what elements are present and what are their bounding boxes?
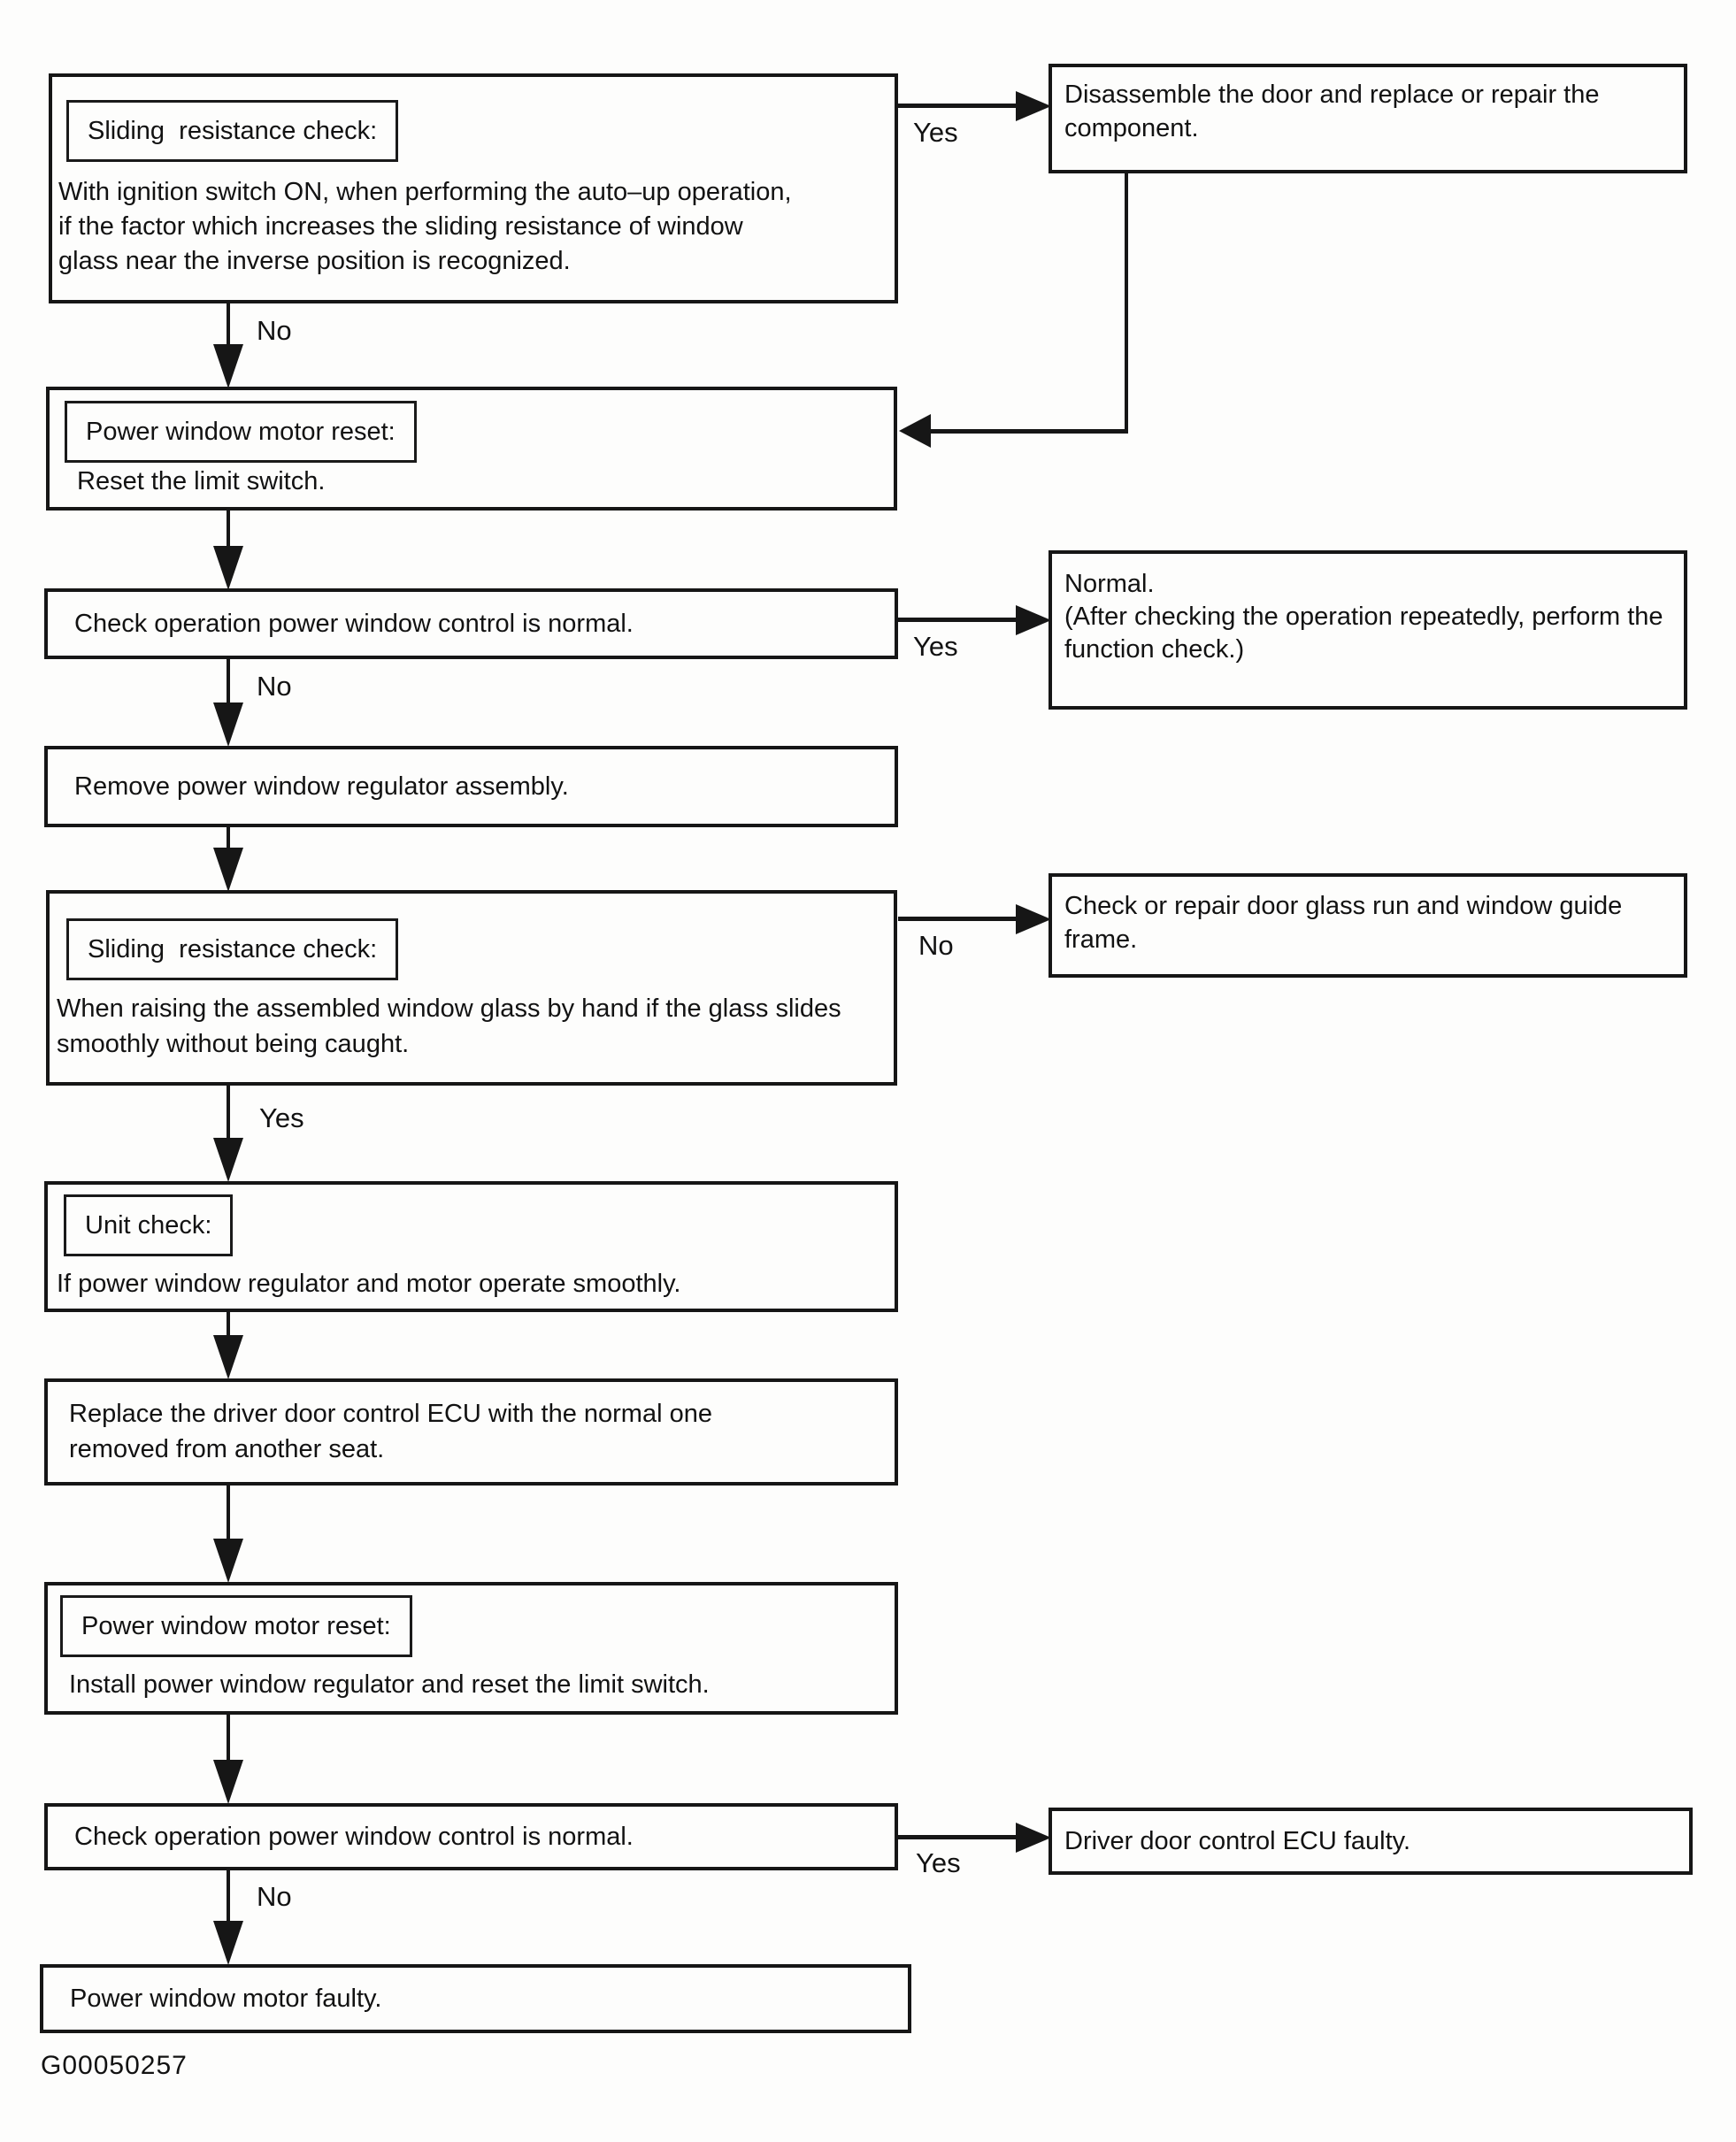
node-text-line: Driver door control ECU faulty. [1064,1827,1411,1855]
yes-label: Yes [913,117,958,148]
node-text-line: If power window regulator and motor oper… [57,1270,681,1298]
node-text-line: component. [1064,114,1199,142]
arrow-no-3-head [1016,904,1051,934]
arrow-no-2-head [213,702,243,747]
flow-node-check-repair-glass-run: Check or repair door glass run and windo… [1049,873,1687,978]
flow-node-motor-reset-1: Power window motor reset: Reset the limi… [46,387,897,511]
no-label: No [918,930,954,961]
node-title-sliding-check-1: Sliding resistance check: [66,100,399,162]
node-title-sliding-check-2: Sliding resistance check: [66,918,399,980]
flow-node-motor-reset-2: Power window motor reset: Install power … [44,1582,898,1715]
node-text-line: if the factor which increases the slidin… [58,212,743,241]
flow-node-sliding-check-2: Sliding resistance check: When raising t… [46,890,897,1086]
arrow-yes-4-line [898,1835,1022,1839]
flow-node-normal: Normal. (After checking the operation re… [1049,550,1687,710]
no-label: No [257,315,292,346]
arrow-remove-to-sliding2-head [213,848,243,892]
connector-disassemble-to-reset-horizontal [927,429,1128,434]
node-text-line: Check operation power window control is … [74,610,634,638]
flow-node-disassemble: Disassemble the door and replace or repa… [1049,64,1687,173]
arrow-unit-to-replace-line [227,1312,230,1339]
connector-disassemble-to-reset-vertical [1125,173,1128,431]
node-text-line: glass near the inverse position is recog… [58,247,571,275]
node-text-line: Remove power window regulator assembly. [74,772,569,801]
node-text-line: When raising the assembled window glass … [57,994,841,1023]
node-text-line: Replace the driver door control ECU with… [69,1400,712,1428]
node-text-line: Check operation power window control is … [74,1823,634,1851]
arrow-reset-to-check-line [227,511,230,549]
arrow-no-4-head [213,1921,243,1965]
connector-disassemble-to-reset-head [899,414,931,448]
node-title-motor-reset-2: Power window motor reset: [60,1595,412,1657]
flow-node-replace-ecu: Replace the driver door control ECU with… [44,1378,898,1486]
flow-node-remove-regulator: Remove power window regulator assembly. [44,746,898,827]
yes-label: Yes [913,631,958,662]
yes-label: Yes [259,1102,304,1133]
flow-node-sliding-check-1: Sliding resistance check: With ignition … [49,73,898,303]
arrow-unit-to-replace-head [213,1335,243,1379]
node-text-line: function check.) [1064,635,1245,664]
flow-node-ecu-faulty: Driver door control ECU faulty. [1049,1808,1693,1875]
flow-node-check-operation-2: Check operation power window control is … [44,1803,898,1870]
arrow-yes-2-line [898,618,1022,622]
flow-node-motor-faulty: Power window motor faulty. [40,1964,911,2033]
node-text-line: smoothly without being caught. [57,1030,410,1058]
node-text-line: Install power window regulator and reset… [69,1670,710,1699]
arrow-yes-4-head [1016,1823,1051,1853]
yes-label: Yes [916,1847,961,1878]
node-text-line: Check or repair door glass run and windo… [1064,892,1623,920]
no-label: No [257,671,292,702]
node-text-line: Disassemble the door and replace or repa… [1064,81,1600,109]
node-text-line: Power window motor faulty. [70,1985,382,2013]
arrow-yes-3-line [227,1086,230,1140]
arrow-yes-3-head [213,1138,243,1182]
arrow-no-4-line [227,1870,230,1923]
node-title-motor-reset-1: Power window motor reset: [65,401,417,463]
node-text-line: Reset the limit switch. [77,467,326,495]
node-text-line: (After checking the operation repeatedly… [1064,603,1663,631]
node-title-unit-check: Unit check: [64,1194,234,1256]
arrow-replace-to-reset2-line [227,1486,230,1542]
no-label: No [257,1881,292,1912]
flow-node-check-operation-1: Check operation power window control is … [44,588,898,659]
flow-node-unit-check: Unit check: If power window regulator an… [44,1181,898,1312]
arrow-yes-1-line [898,104,1022,108]
arrow-yes-2-head [1016,605,1051,635]
node-text-line: removed from another seat. [69,1435,385,1463]
arrow-no-3-line [898,917,1022,921]
arrow-no-1-line [227,303,230,348]
arrow-yes-1-head [1016,91,1051,121]
arrow-remove-to-sliding2-line [227,827,230,852]
figure-id: G00050257 [41,2051,188,2080]
arrow-no-2-line [227,659,230,705]
arrow-replace-to-reset2-head [213,1539,243,1583]
arrow-reset2-to-check2-head [213,1760,243,1804]
arrow-reset-to-check-head [213,546,243,590]
arrow-reset2-to-check2-line [227,1715,230,1763]
node-text-line: Normal. [1064,570,1155,598]
node-text-line: frame. [1064,925,1138,954]
node-text-line: With ignition switch ON, when performing… [58,178,792,206]
arrow-no-1-head [213,344,243,388]
